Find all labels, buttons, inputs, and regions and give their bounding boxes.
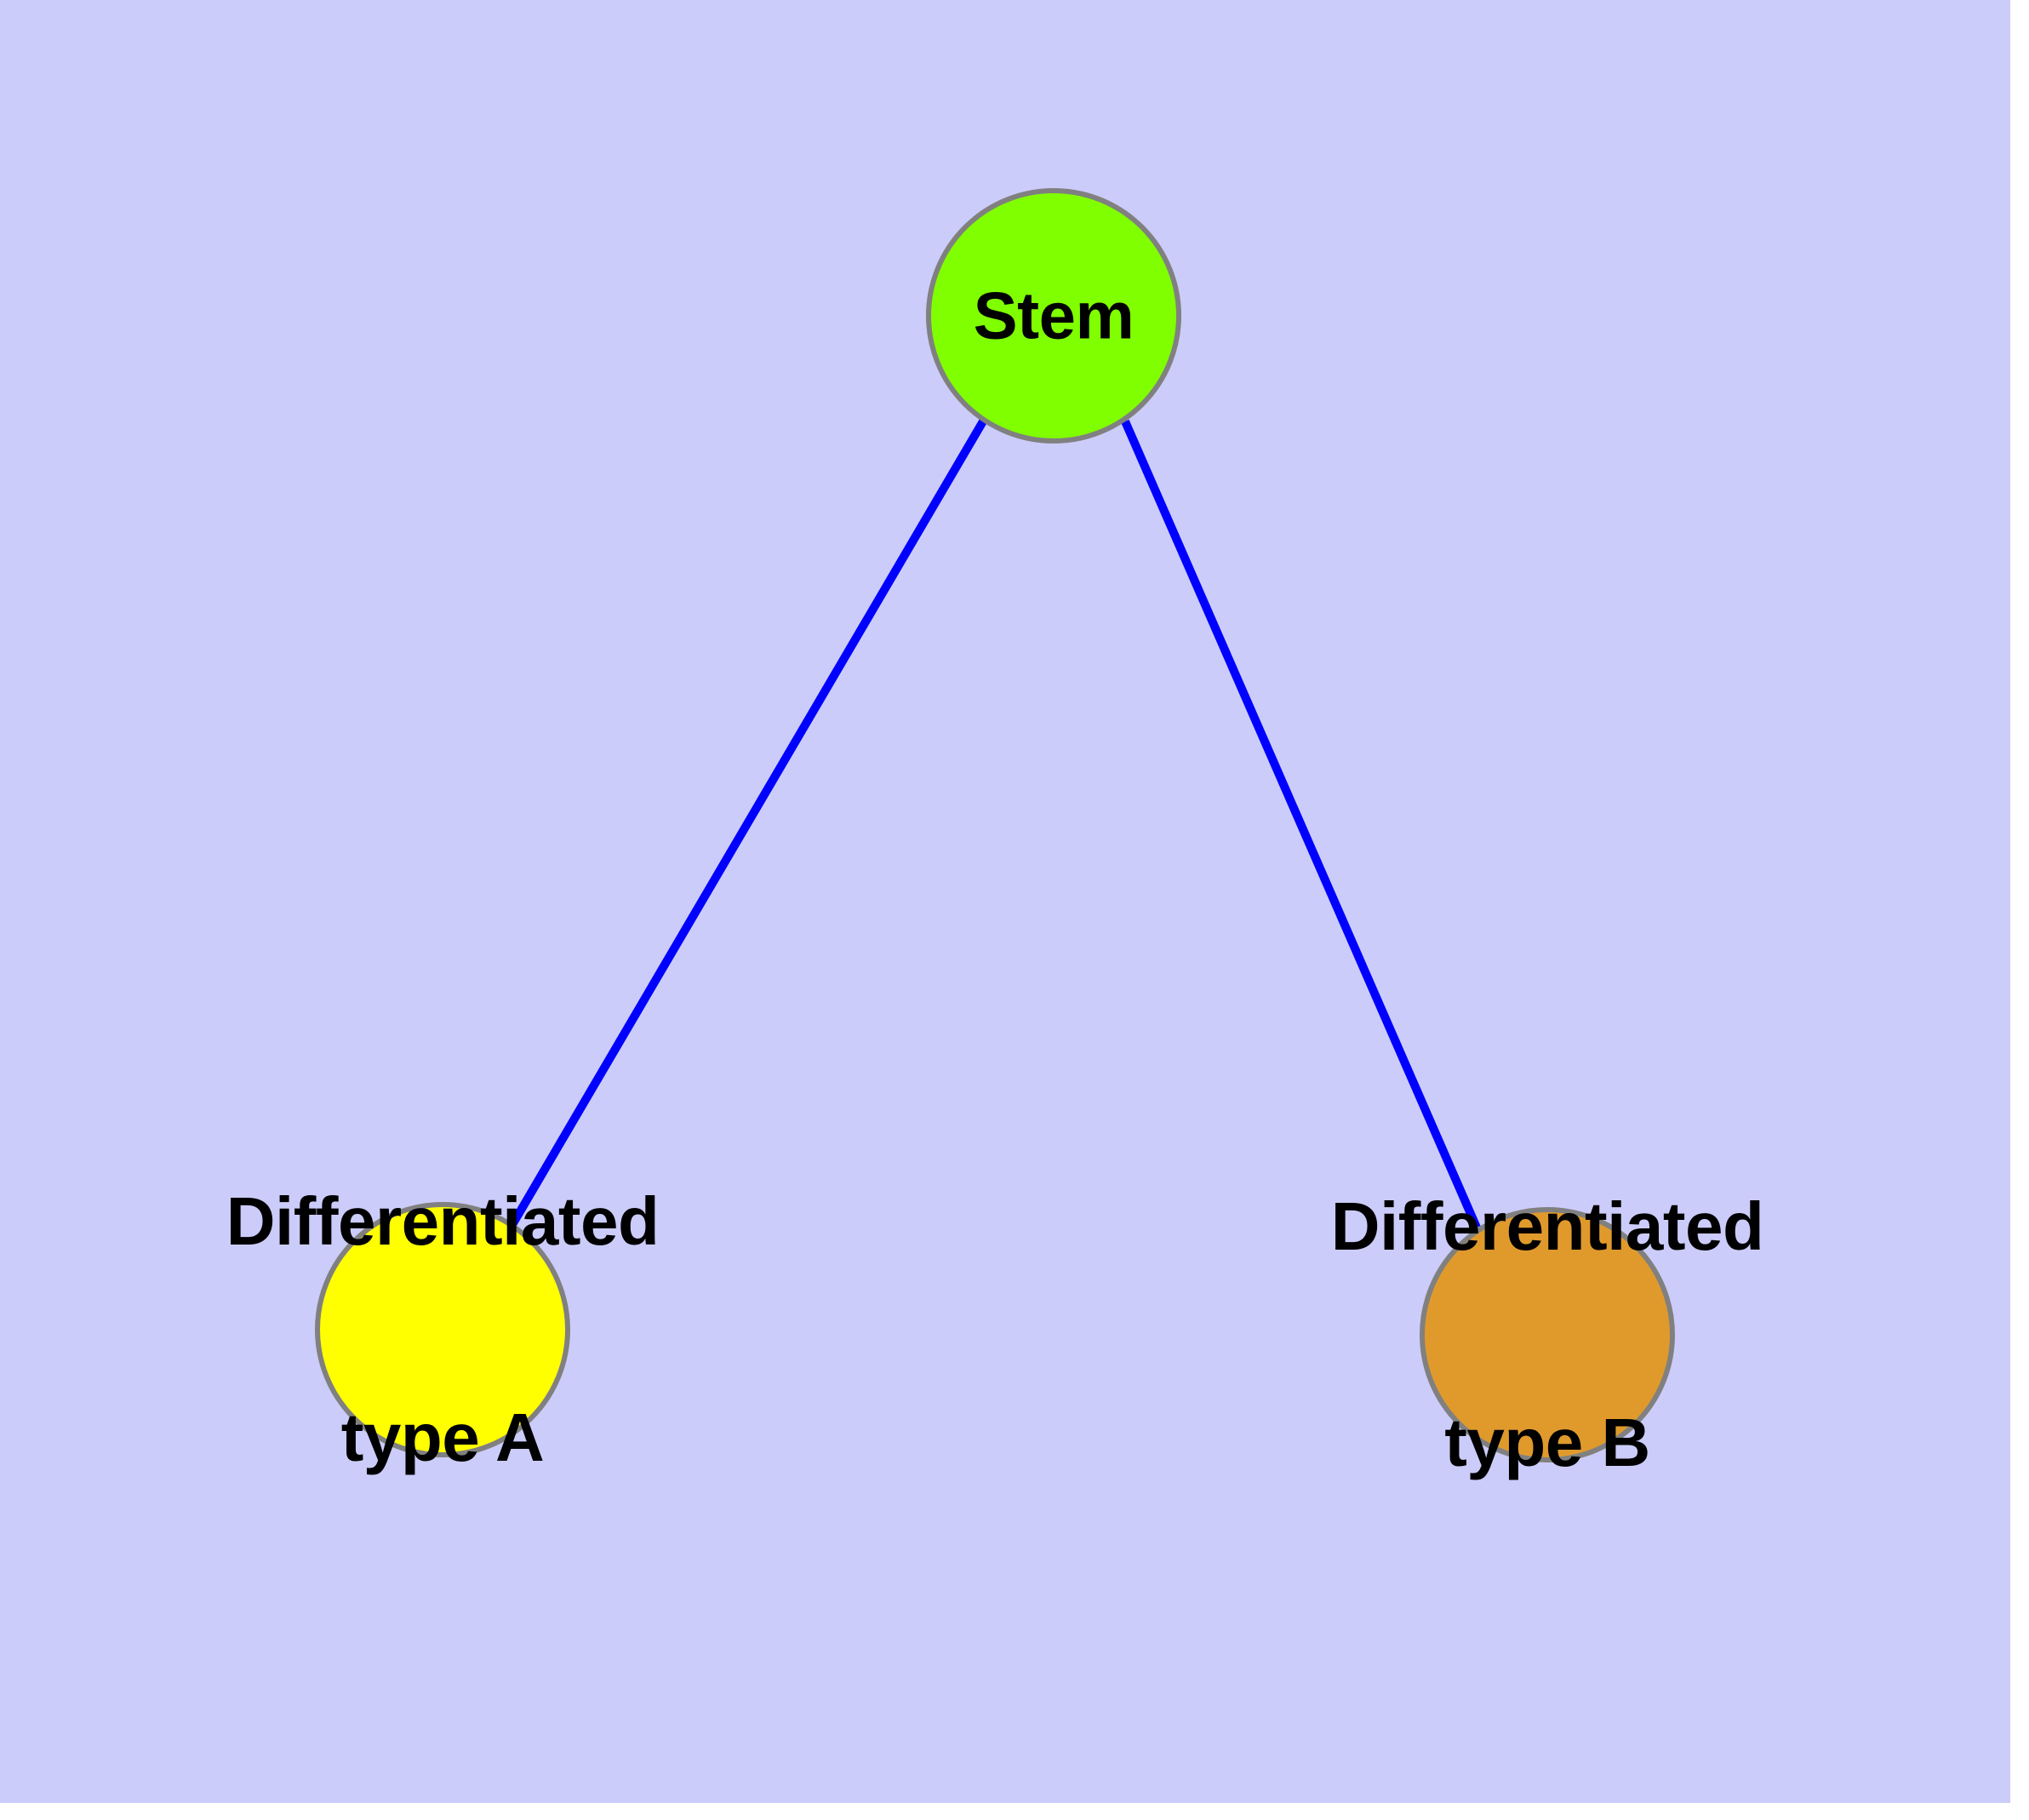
node-diff-b-circle[interactable] (1420, 1207, 1675, 1462)
node-stem-circle[interactable] (926, 188, 1181, 444)
node-diff-a-circle[interactable] (315, 1202, 570, 1457)
edge-stem-to-diff-b[interactable] (1121, 420, 1481, 1229)
edge-stem-to-diff-a[interactable] (509, 419, 987, 1226)
